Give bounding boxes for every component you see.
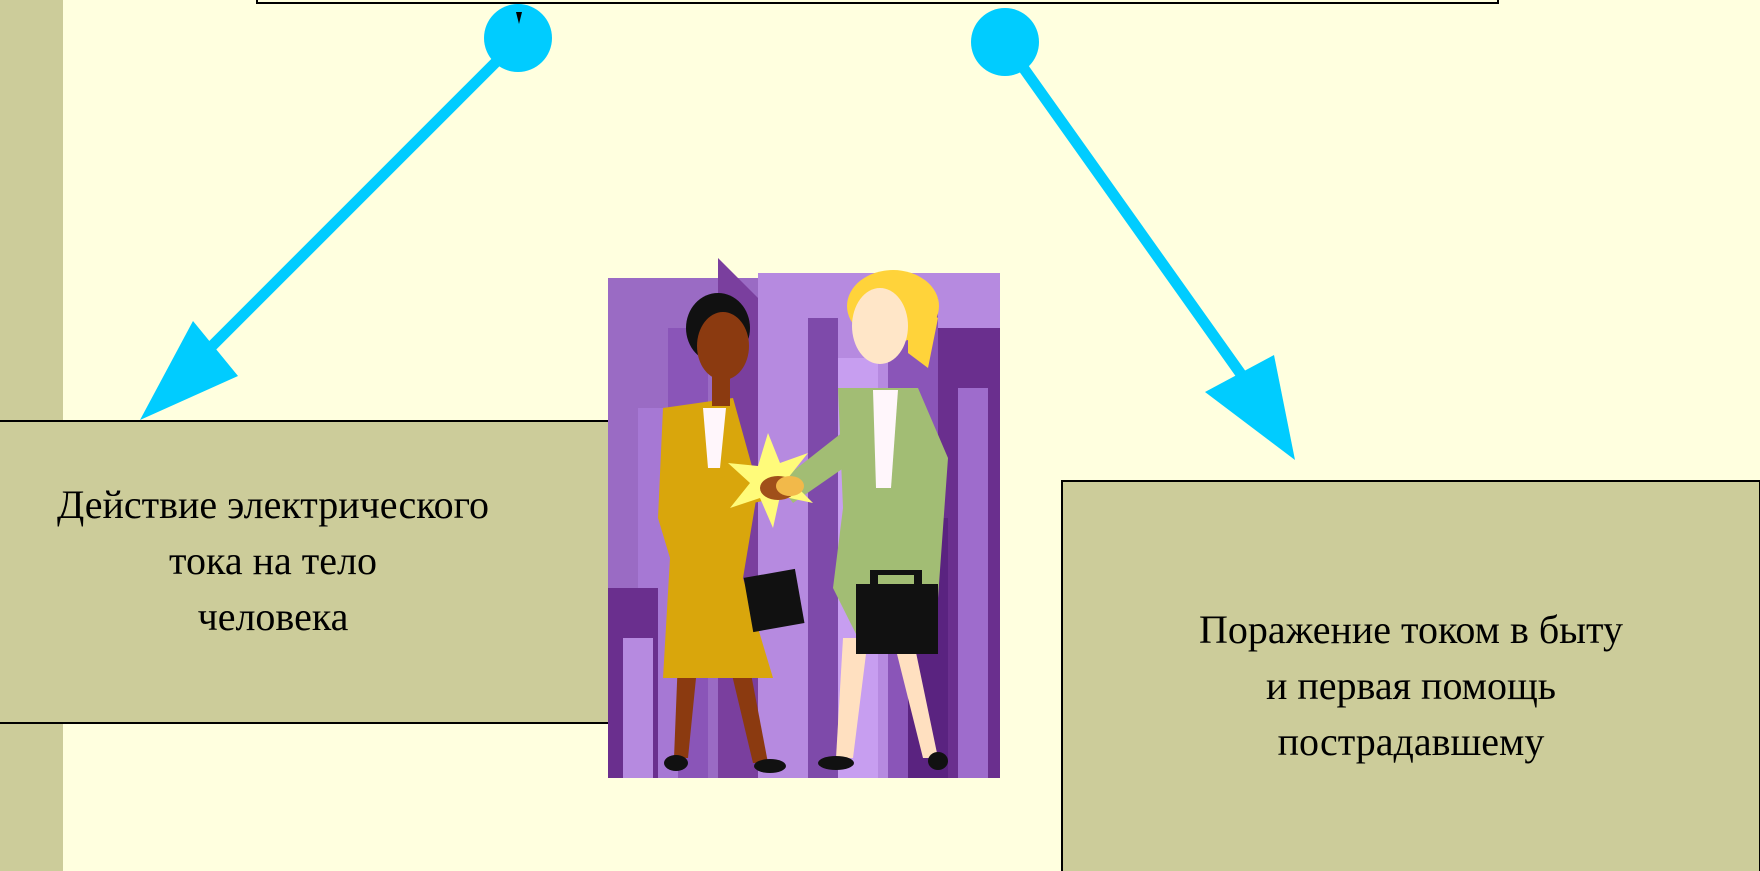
left-topic-box: Действие электрического тока на тело чел… [0, 420, 610, 724]
right-topic-line-1: Поражение током в быту [1198, 607, 1624, 652]
left-topic-line-2: тока на тело [169, 538, 377, 583]
right-topic-line-2: и первая помощь [1265, 663, 1557, 708]
left-topic-line-3: человека [197, 594, 349, 639]
right-topic-box: Поражение током в быту и первая помощь п… [1061, 480, 1760, 871]
right-connector-line [1000, 38, 1270, 412]
right-topic-line-3: пострадавшему [1277, 719, 1545, 764]
handshake-clipart-icon [608, 258, 1000, 778]
left-topic-line-1: Действие электрического [56, 482, 490, 527]
left-connector-dot [484, 4, 552, 72]
left-connector-tick [516, 12, 522, 24]
left-connector-line [176, 36, 522, 382]
right-arrowhead [1205, 355, 1295, 460]
left-arrowhead [140, 321, 238, 420]
right-connector-dot [971, 8, 1039, 76]
top-title-box-edge [256, 0, 1499, 4]
